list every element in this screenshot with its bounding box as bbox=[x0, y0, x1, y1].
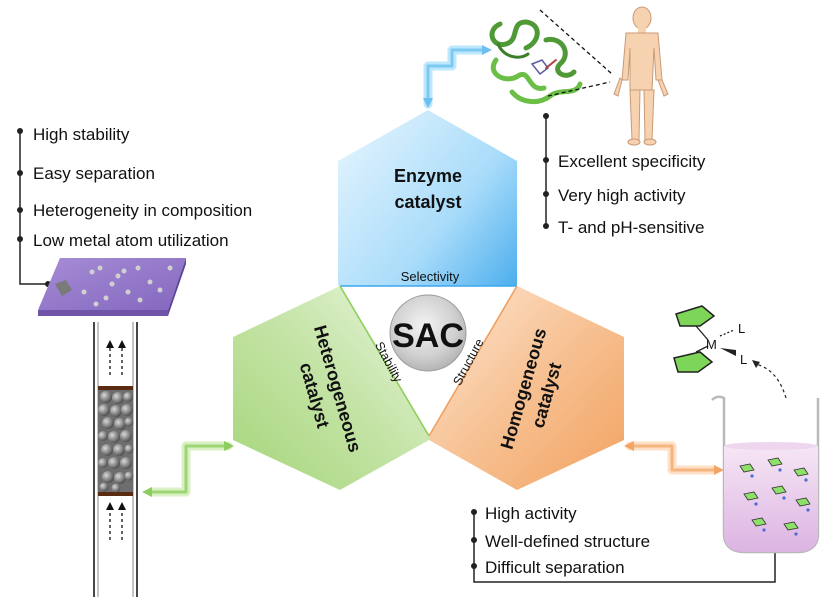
complex-ligand-2: L bbox=[740, 352, 747, 367]
het-prop-2: Easy separation bbox=[33, 164, 155, 183]
stability-edge bbox=[339, 285, 430, 437]
het-prop-4: Low metal atom utilization bbox=[33, 231, 229, 250]
enzyme-hexagon bbox=[338, 110, 517, 336]
het-prop-3: Heterogeneity in composition bbox=[33, 201, 252, 220]
complex-metal-label: M bbox=[706, 337, 717, 352]
human-body-illustration bbox=[613, 6, 669, 146]
enz-prop-1: Excellent specificity bbox=[558, 152, 706, 171]
hom-prop-3: Difficult separation bbox=[485, 558, 625, 577]
enz-prop-3: T- and pH-sensitive bbox=[558, 218, 704, 237]
enzyme-title-line1: Enzyme bbox=[394, 166, 462, 186]
homogeneous-connector bbox=[624, 441, 724, 475]
enzyme-connector bbox=[423, 45, 492, 109]
hom-prop-2: Well-defined structure bbox=[485, 532, 650, 551]
enzyme-to-human-link bbox=[539, 9, 613, 97]
enz-prop-2: Very high activity bbox=[558, 186, 686, 205]
complex-ligand-1: L bbox=[738, 321, 745, 336]
heterogeneous-connector bbox=[142, 441, 234, 497]
selectivity-label: Selectivity bbox=[401, 269, 460, 284]
enzyme-properties: Excellent specificity Very high activity… bbox=[543, 113, 706, 237]
sac-circle bbox=[389, 294, 467, 372]
packed-column-illustration bbox=[93, 322, 138, 597]
beaker-illustration bbox=[711, 395, 820, 554]
sac-label: SAC bbox=[392, 317, 464, 355]
metal-complex-illustration: M L L bbox=[673, 305, 787, 399]
structure-edge bbox=[428, 285, 518, 437]
hom-prop-1: High activity bbox=[485, 504, 577, 523]
support-plate-illustration bbox=[38, 258, 186, 316]
heterogeneous-properties: High stability Easy separation Heterogen… bbox=[17, 125, 252, 287]
homogeneous-properties: High activity Well-defined structure Dif… bbox=[471, 504, 778, 583]
het-prop-1: High stability bbox=[33, 125, 130, 144]
enzyme-title-line2: catalyst bbox=[394, 192, 461, 212]
